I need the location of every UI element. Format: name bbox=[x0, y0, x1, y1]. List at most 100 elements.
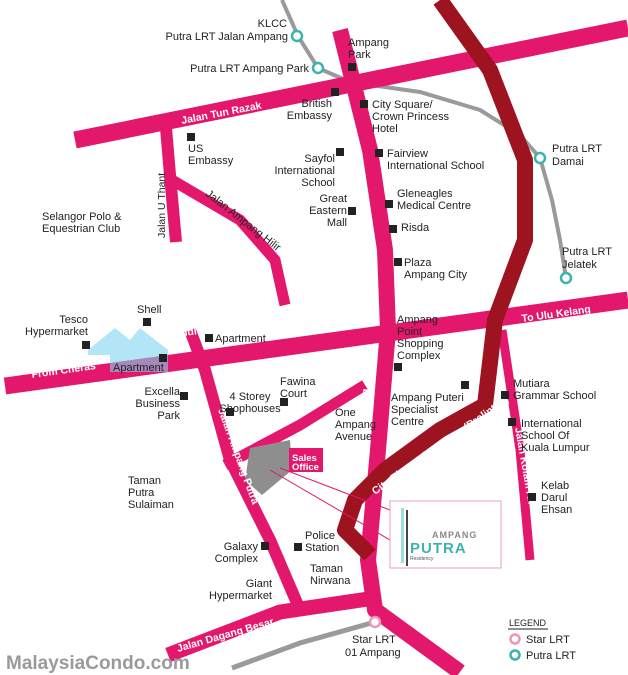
road-kolam-air bbox=[497, 329, 535, 561]
place-label-line: Centre bbox=[391, 416, 424, 428]
place-label-line: Ampang Puteri bbox=[391, 392, 464, 404]
place-label-line: US bbox=[188, 143, 203, 155]
station-label: Damai bbox=[552, 156, 584, 168]
station-label: Putra LRT bbox=[562, 246, 612, 258]
place-marker-icon bbox=[508, 418, 516, 426]
road-dagang-besar bbox=[165, 590, 377, 663]
place-label-line: School Of bbox=[521, 430, 570, 442]
place-label-line: Hotel bbox=[372, 123, 398, 135]
legend-label: Star LRT bbox=[526, 634, 570, 646]
sales-office-label: Sales bbox=[292, 453, 317, 464]
place-marker-icon bbox=[82, 341, 90, 349]
place-marker-icon bbox=[331, 88, 339, 96]
sales-office-label: Office bbox=[292, 462, 319, 473]
watermark-house-icon bbox=[88, 328, 168, 372]
putra-lrt-station-icon bbox=[290, 29, 304, 43]
road-mrr2 bbox=[3, 291, 628, 395]
logo-text: PUTRA bbox=[410, 540, 467, 557]
logo-text: Residency bbox=[410, 556, 434, 562]
road-label: Jalan Ampang bbox=[356, 388, 372, 460]
place-label-line: Complex bbox=[397, 350, 441, 362]
place-label-line: Hypermarket bbox=[25, 326, 88, 338]
place-label-line: Medical Centre bbox=[397, 200, 471, 212]
place-marker-icon bbox=[528, 493, 536, 501]
road-u-thant bbox=[160, 127, 182, 243]
road-label: Jalan U Thant bbox=[156, 173, 168, 238]
putra-lrt-station-icon bbox=[311, 61, 325, 75]
development-site bbox=[245, 440, 292, 495]
station-label: 01 Ampang bbox=[345, 647, 401, 659]
place-marker-icon bbox=[360, 100, 368, 108]
watermark: MalaysiaCondo.com bbox=[6, 653, 190, 674]
place-marker-icon bbox=[159, 354, 167, 362]
place-label-line: Business bbox=[135, 398, 180, 410]
putra-lrt-line bbox=[280, 0, 568, 279]
place-label-apartment-2: Apartment bbox=[113, 362, 164, 374]
star-lrt-line bbox=[231, 619, 376, 671]
place-label-line: Darul bbox=[541, 492, 567, 504]
road-label: Jalan Dagang Besar bbox=[176, 616, 276, 655]
place-label-selangor-polo: Selangor Polo &Equestrian Club bbox=[42, 211, 122, 235]
place-label-line: Point bbox=[397, 326, 422, 338]
place-label-line: Embassy bbox=[188, 155, 234, 167]
place-marker-icon bbox=[336, 148, 344, 156]
place-marker-icon bbox=[294, 543, 302, 551]
place-label-line: Equestrian Club bbox=[42, 223, 120, 235]
place-label-line: Embassy bbox=[287, 110, 333, 122]
place-label-line: International bbox=[274, 165, 335, 177]
ampang-putra-logo[interactable]: AMPANG PUTRA Residency bbox=[389, 500, 502, 569]
place-marker-icon bbox=[180, 392, 188, 400]
place-label-line: Shophouses bbox=[219, 403, 281, 415]
road-ampang-hilir bbox=[169, 175, 291, 307]
place-label-line: Ampang bbox=[335, 419, 376, 431]
place-label-line: Galaxy bbox=[224, 541, 259, 553]
place-marker-icon bbox=[226, 408, 234, 416]
station-label: KLCC bbox=[258, 18, 287, 30]
place-label-line: Ampang bbox=[348, 37, 389, 49]
place-label-line: Shell bbox=[137, 304, 161, 316]
place-label-line: Shopping bbox=[397, 338, 444, 350]
place-label-line: School bbox=[301, 177, 335, 189]
place-label-line: 4 Storey bbox=[230, 391, 271, 403]
station-label: Star LRT bbox=[352, 634, 396, 646]
legend: LEGEND Star LRT Putra LRT bbox=[508, 618, 576, 662]
place-label-line: Specialist bbox=[391, 404, 438, 416]
place-marker-icon bbox=[280, 398, 288, 406]
road-label: Jalan Ampang Hilir bbox=[203, 188, 283, 254]
station-labels: KLCC Putra LRT Jalan Ampang Putra LRT Am… bbox=[165, 18, 612, 659]
place-label-line: Fawina bbox=[280, 376, 316, 388]
place-marker-icon bbox=[348, 207, 356, 215]
place-marker-icon bbox=[385, 200, 393, 208]
place-label-line: Giant bbox=[246, 578, 272, 590]
place-label-line: Tesco bbox=[59, 314, 88, 326]
place-label-line: Court bbox=[280, 388, 307, 400]
place-label-line: Kuala Lumpur bbox=[521, 442, 590, 454]
place-label-line: Apartment bbox=[215, 333, 266, 345]
road-prolintas bbox=[337, 0, 533, 561]
putra-lrt-station-icon bbox=[559, 271, 573, 285]
station-label: Putra LRT bbox=[552, 143, 602, 155]
place-label-line: Great bbox=[319, 193, 347, 205]
legend-label: Putra LRT bbox=[526, 650, 576, 662]
place-label-line: Crown Princess bbox=[372, 111, 450, 123]
place-label-line: Police bbox=[305, 530, 335, 542]
place-marker-icon bbox=[389, 225, 397, 233]
place-label-line: Sayfol bbox=[304, 153, 335, 165]
star-lrt-station-icon bbox=[368, 615, 382, 629]
place-marker-icon bbox=[375, 149, 383, 157]
putra-lrt-station-icon bbox=[533, 151, 547, 165]
